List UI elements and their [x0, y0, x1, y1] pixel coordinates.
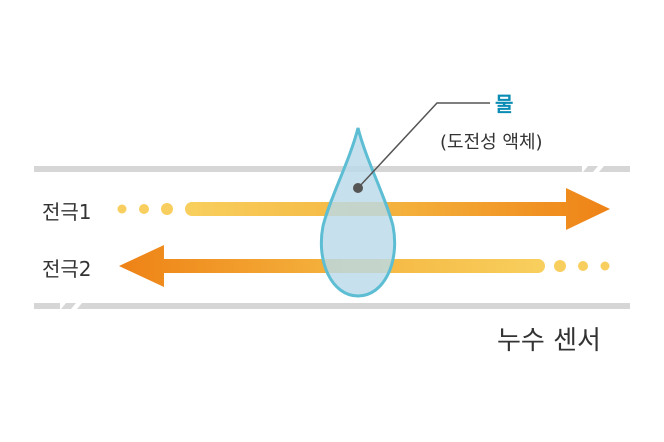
electrode1-line [117, 188, 610, 230]
sensor-rail-top [34, 166, 630, 172]
sensor-rail-bottom [34, 303, 630, 309]
electrode1-dot [161, 203, 173, 215]
arrow-right-icon [185, 188, 610, 230]
water-drop-icon [319, 127, 397, 298]
water-title: 물 [495, 92, 514, 116]
electrode1-dot [117, 204, 127, 214]
electrode2-label: 전극2 [42, 257, 92, 281]
electrode2-dot [578, 261, 588, 271]
water-subtitle: (도전성 액체) [440, 132, 543, 153]
electrode2-dot [600, 261, 610, 271]
water-leader-dot [353, 183, 363, 193]
sensor-name: 누수 센서 [497, 326, 601, 356]
electrode1-dot [139, 204, 149, 214]
electrode1-label: 전극1 [42, 200, 92, 224]
water-leader-line [357, 102, 490, 189]
electrode2-dot [554, 260, 566, 272]
